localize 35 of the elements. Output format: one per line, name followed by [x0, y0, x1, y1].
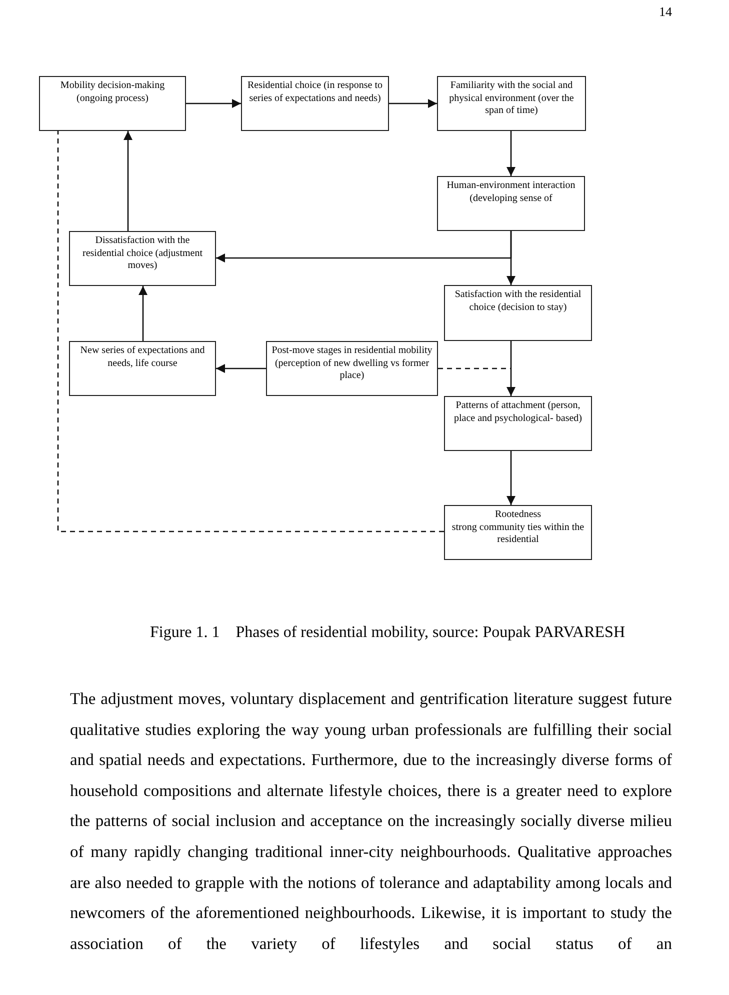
arrow [216, 231, 512, 263]
arrow [216, 364, 266, 374]
box-text: Rootedness [494, 509, 542, 522]
box-text: strong community ties within the residential [450, 522, 586, 546]
process-box [437, 176, 585, 231]
process-box [444, 285, 592, 341]
dashed-connector [57, 131, 444, 532]
process-box [69, 341, 216, 396]
process-box [69, 231, 216, 286]
box-text: Post-move stages in residential mobility (perception of new dwelling vs former place) [271, 345, 433, 382]
process-box [444, 396, 592, 451]
page-number: 14 [659, 3, 672, 21]
box-text: Human-environment interaction (developing sense of [446, 180, 576, 205]
figure-caption: Figure 1. 1 Phases of residential mobility, source: Poupak PARVARESH [150, 623, 626, 643]
box-text: Dissatisfaction with the residential choice (adjustment moves) [82, 235, 204, 272]
box-text: Familiarity with the social and physical environment (over the span of time) [448, 80, 575, 118]
arrow [506, 131, 516, 176]
process-box [39, 76, 186, 131]
box-text: Mobility decision-making (ongoing process) [59, 80, 166, 105]
arrow [123, 131, 133, 231]
dashed-connector [438, 368, 511, 370]
process-box [444, 505, 592, 560]
box-text: Patterns of attachment (person, place and psychological- based) [452, 400, 583, 425]
arrow [186, 98, 241, 108]
arrow [389, 98, 437, 108]
arrow [506, 451, 516, 505]
process-box [266, 341, 438, 396]
box-text: New series of expectations and needs, life course [79, 345, 206, 370]
process-box [241, 76, 389, 131]
arrow [506, 341, 516, 396]
body-paragraph: The adjustment moves, voluntary displacement and gentrification literature suggest future qualitative studies exploring the way young urban professionals are fulfilling their social and spatial needs and expectations. Furthermore, due to the increasingly diverse forms of household compositions and alternate lifestyle choices, there is a greater need to explore the patterns of social inclusion and acceptance on the increasingly socially diverse milieu of many rapidly changing traditional inner-city neighbourhoods. Qualitative approaches are also needed to grapple with the notions of tolerance and adaptability among locals and newcomers of the aforementioned neighbourhoods. Likewise, it is important to study the association of the variety of lifestyles and social status of an [70, 688, 672, 955]
box-text: Satisfaction with the residential choice (decision to stay) [454, 289, 582, 314]
process-box [437, 76, 586, 131]
arrow [138, 286, 148, 341]
box-text: Residential choice (in response to series of expectations and needs) [246, 80, 384, 105]
